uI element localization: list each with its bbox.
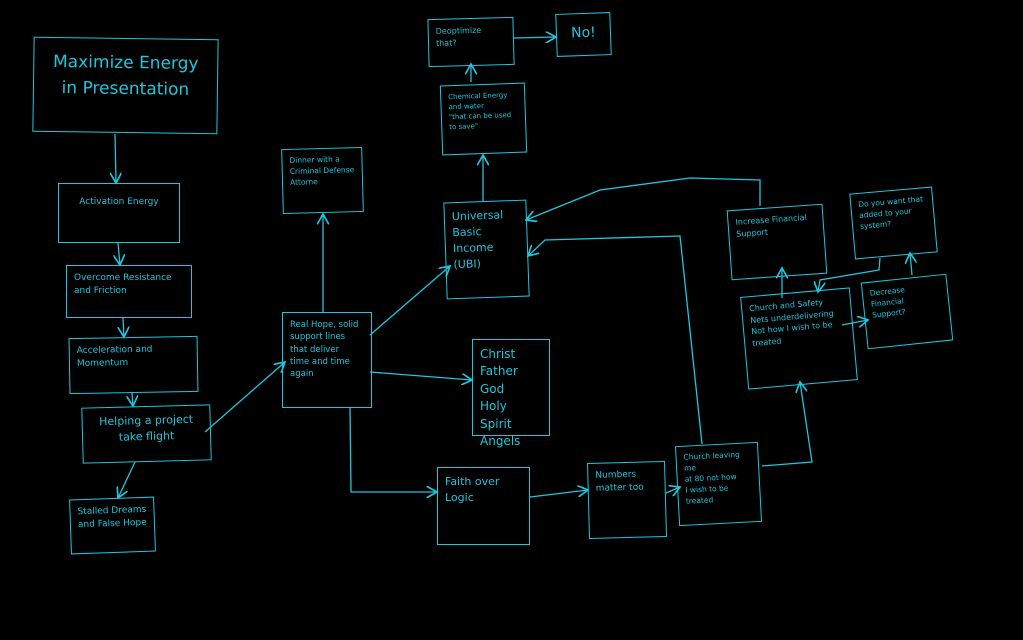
node-label: Overcome Resistance and Friction — [74, 273, 172, 297]
arrow-helping-realhope — [204, 362, 285, 433]
node-label: Maximize Energy in Presentation — [52, 51, 199, 100]
node-real-hope: Real Hope, solid support lines that deli… — [282, 312, 372, 408]
arrow-acceleration-helping — [132, 392, 133, 406]
node-label: Activation Energy — [79, 197, 159, 207]
node-do-you-want: Do you want that added to your system? — [849, 186, 938, 260]
node-faith-over-logic: Faith over Logic — [437, 467, 530, 545]
arrow-churchleaving-ubi — [528, 235, 703, 445]
arrow-deoptimize-no — [513, 37, 556, 38]
node-helping-project: Helping a project take flight — [81, 404, 212, 464]
node-label: Church leaving me at 80 not how I wish t… — [683, 449, 740, 506]
node-label: Helping a project take flight — [98, 412, 194, 444]
node-acceleration: Acceleration and Momentum — [68, 335, 199, 395]
arrow-overcome-acceleration — [123, 317, 124, 337]
node-dinner-attorney: Dinner with a Criminal Defense Attorne — [281, 146, 364, 215]
node-decrease-support: Decrease Financial Support? — [860, 273, 954, 350]
arrow-realhope-ubi — [369, 266, 450, 336]
node-numbers-matter: Numbers matter too — [587, 460, 667, 540]
arrow-churchleaving-churchsafety — [761, 382, 813, 467]
arrow-faith-numbers — [529, 490, 588, 498]
arrow-churchsafety-decrease — [841, 320, 868, 325]
node-no: No! — [555, 12, 612, 57]
node-label: Universal Basic Income (UBI) — [451, 208, 504, 271]
arrow-realhope-faith — [349, 407, 437, 492]
node-label: Increase Financial Support — [735, 212, 808, 239]
node-label: Acceleration and Momentum — [76, 344, 153, 370]
arrow-activation-overcome — [118, 242, 120, 265]
node-activation-energy: Activation Energy — [58, 183, 180, 243]
node-label: Stalled Dreams and False Hope — [77, 504, 147, 531]
node-label: Chemical Energy and water "that can be u… — [448, 91, 512, 132]
node-maximize-energy: Maximize Energy in Presentation — [32, 36, 219, 135]
node-label: Decrease Financial Support? — [869, 285, 907, 320]
node-overcome-resistance: Overcome Resistance and Friction — [66, 265, 192, 318]
arrow-maximize-activation — [115, 133, 116, 183]
node-label: No! — [570, 24, 597, 42]
node-label: Real Hope, solid support lines that deli… — [290, 320, 359, 380]
arrow-decrease-doyouwant — [910, 253, 912, 276]
arrow-realhope-christ — [369, 371, 472, 380]
node-label: Faith over Logic — [445, 475, 500, 504]
node-label: Do you want that added to your system? — [857, 194, 924, 231]
arrow-increase-ubi — [526, 177, 761, 220]
node-deoptimize: Deoptimize that? — [427, 16, 515, 68]
node-church-leaving: Church leaving me at 80 not how I wish t… — [674, 441, 763, 527]
node-increase-support: Increase Financial Support — [726, 203, 828, 281]
arrow-helping-stalled — [118, 461, 136, 498]
node-stalled-dreams: Stalled Dreams and False Hope — [69, 496, 156, 555]
node-christ: Christ Father God Holy Spirit Angels — [472, 339, 550, 448]
node-label: Deoptimize that? — [435, 25, 482, 48]
arrow-doyouwant-churchsafety — [818, 257, 881, 292]
node-church-safety-nets: Church and Safety Nets underdelivering N… — [740, 287, 858, 390]
node-chemical-energy: Chemical Energy and water "that can be u… — [439, 82, 528, 156]
node-label: Dinner with a Criminal Defense Attorne — [289, 154, 355, 187]
node-label: Christ Father God Holy Spirit Angels — [480, 347, 521, 448]
node-ubi: Universal Basic Income (UBI) — [443, 199, 530, 300]
node-label: Numbers matter too — [595, 469, 644, 494]
arrow-numbers-churchleaving — [665, 487, 680, 493]
node-label: Church and Safety Nets underdelivering N… — [748, 297, 835, 348]
